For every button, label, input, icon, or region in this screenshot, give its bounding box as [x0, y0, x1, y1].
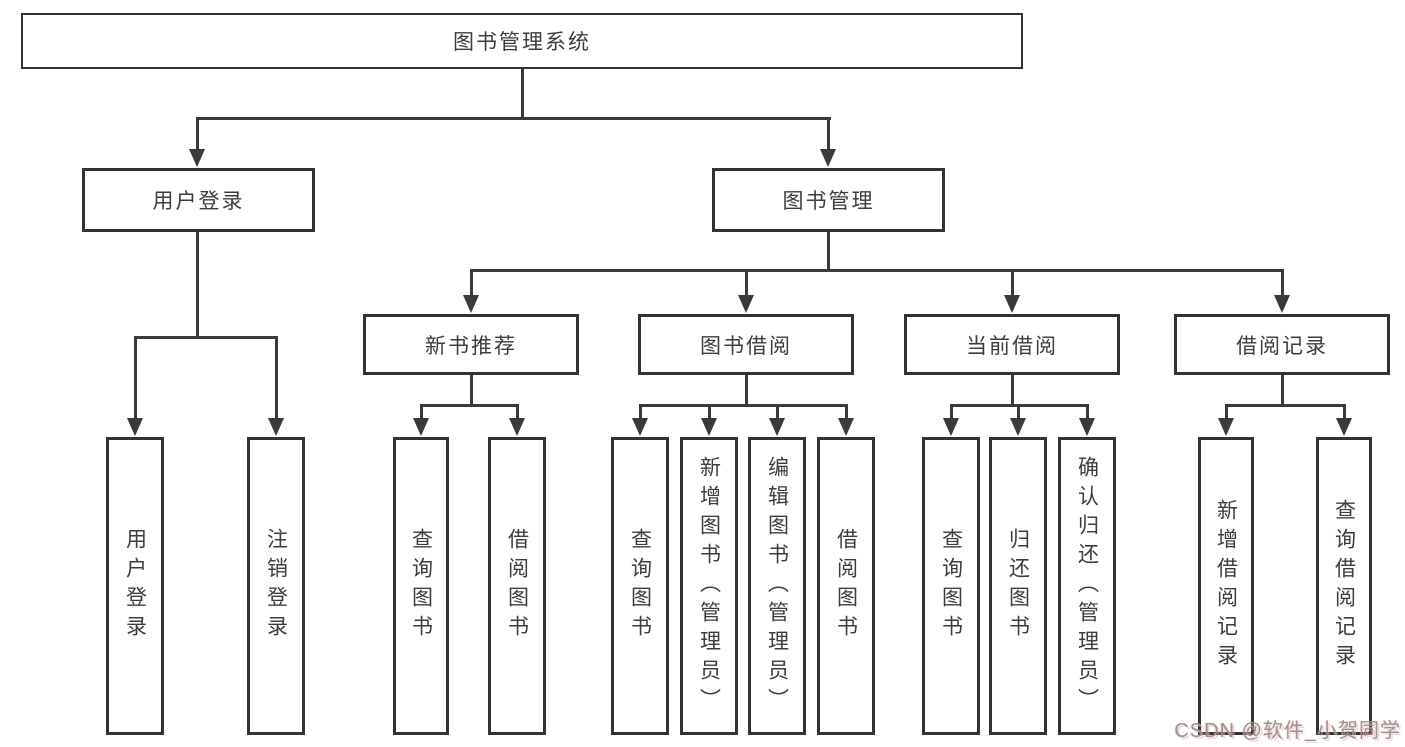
arrow-stem [1280, 268, 1284, 295]
connector-line [469, 373, 473, 407]
arrow-down-icon [1336, 418, 1352, 436]
diagram-node-borrow-edit: 编辑图书（管理员） [748, 437, 806, 735]
arrow-stem [274, 335, 278, 418]
diagram-node-mgmt: 图书管理 [712, 168, 945, 232]
node-label-records-query: 查询借阅记录 [1332, 499, 1356, 673]
connector-line [195, 116, 831, 120]
arrow-down-icon [463, 295, 479, 313]
arrow-down-icon [738, 295, 754, 313]
arrow-down-icon [632, 418, 648, 436]
node-label-borrow-borrow: 借阅图书 [834, 528, 858, 644]
diagram-node-records-query: 查询借阅记录 [1316, 437, 1372, 735]
node-label-login: 用户登录 [152, 190, 245, 213]
arrow-stem [775, 403, 779, 418]
diagram-node-borrow-borrow: 借阅图书 [817, 437, 875, 735]
diagram-node-records: 借阅记录 [1174, 314, 1390, 375]
arrow-stem [1010, 268, 1014, 295]
arrow-stem [195, 116, 199, 149]
arrow-down-icon [127, 418, 143, 436]
diagram-node-login-logout: 注销登录 [247, 437, 305, 735]
node-label-borrow-add: 新增图书（管理员） [697, 455, 721, 717]
arrow-stem [133, 335, 137, 418]
arrow-down-icon [943, 418, 959, 436]
arrow-down-icon [820, 149, 836, 167]
node-label-records: 借阅记录 [1236, 334, 1328, 358]
node-label-rec-borrow: 借阅图书 [505, 528, 529, 644]
arrow-stem [826, 116, 830, 149]
diagram-node-login: 用户登录 [82, 168, 315, 232]
diagram-node-login-user: 用户登录 [106, 437, 164, 735]
arrow-stem [1085, 403, 1089, 418]
diagram-node-rec-query: 查询图书 [393, 437, 449, 735]
node-label-rec: 新书推荐 [425, 334, 517, 358]
connector-line [1010, 373, 1014, 407]
arrow-down-icon [268, 418, 284, 436]
diagram-node-borrow-query: 查询图书 [611, 437, 669, 735]
node-label-mgmt: 图书管理 [782, 190, 875, 213]
diagram-node-rec-borrow: 借阅图书 [488, 437, 546, 735]
arrow-stem [1224, 403, 1228, 418]
connector-line [195, 230, 199, 339]
arrow-stem [949, 403, 953, 418]
connector-line [826, 230, 830, 272]
node-label-current-query: 查询图书 [939, 528, 963, 644]
diagram-node-current-query: 查询图书 [922, 437, 980, 735]
arrow-down-icon [1079, 418, 1095, 436]
arrow-down-icon [413, 418, 429, 436]
arrow-stem [469, 268, 473, 295]
diagram-node-borrow-add: 新增图书（管理员） [680, 437, 738, 735]
arrow-stem [744, 268, 748, 295]
arrow-stem [1016, 403, 1020, 418]
arrow-stem [1342, 403, 1346, 418]
arrow-stem [638, 403, 642, 418]
connector-line [419, 403, 519, 407]
arrow-down-icon [701, 418, 717, 436]
node-label-borrow: 图书借阅 [700, 334, 792, 358]
arrow-stem [419, 403, 423, 418]
node-label-login-user: 用户登录 [123, 528, 147, 644]
arrow-stem [515, 403, 519, 418]
connector-line [1224, 403, 1346, 407]
connector-line [638, 403, 848, 407]
arrow-down-icon [1010, 418, 1026, 436]
node-label-current-return: 归还图书 [1006, 528, 1030, 644]
node-label-borrow-edit: 编辑图书（管理员） [765, 455, 789, 717]
arrow-down-icon [189, 149, 205, 167]
node-label-root: 图书管理系统 [453, 31, 591, 54]
node-label-current-confirm: 确认归还（管理员） [1075, 455, 1099, 717]
diagram-node-current-return: 归还图书 [989, 437, 1047, 735]
watermark: CSDN @软件_小贺同学 [1174, 720, 1401, 742]
node-label-rec-query: 查询图书 [409, 528, 433, 644]
node-label-login-logout: 注销登录 [264, 528, 288, 644]
diagram-node-current: 当前借阅 [904, 314, 1120, 375]
diagram-node-root: 图书管理系统 [21, 13, 1023, 69]
diagram-node-rec: 新书推荐 [363, 314, 579, 375]
diagram-node-records-add: 新增借阅记录 [1198, 437, 1254, 735]
connector-line [469, 268, 1284, 272]
arrow-down-icon [1004, 295, 1020, 313]
connector-line [744, 373, 748, 407]
arrow-stem [844, 403, 848, 418]
node-label-records-add: 新增借阅记录 [1214, 499, 1238, 673]
arrow-down-icon [509, 418, 525, 436]
arrow-down-icon [1218, 418, 1234, 436]
node-label-current: 当前借阅 [966, 334, 1058, 358]
arrow-stem [707, 403, 711, 418]
node-label-borrow-query: 查询图书 [628, 528, 652, 644]
connector-line [520, 67, 524, 120]
diagram-node-borrow: 图书借阅 [638, 314, 854, 375]
arrow-down-icon [769, 418, 785, 436]
connector-line [133, 335, 278, 339]
diagram-node-current-confirm: 确认归还（管理员） [1058, 437, 1116, 735]
arrow-down-icon [1274, 295, 1290, 313]
connector-line [1280, 373, 1284, 407]
arrow-down-icon [838, 418, 854, 436]
